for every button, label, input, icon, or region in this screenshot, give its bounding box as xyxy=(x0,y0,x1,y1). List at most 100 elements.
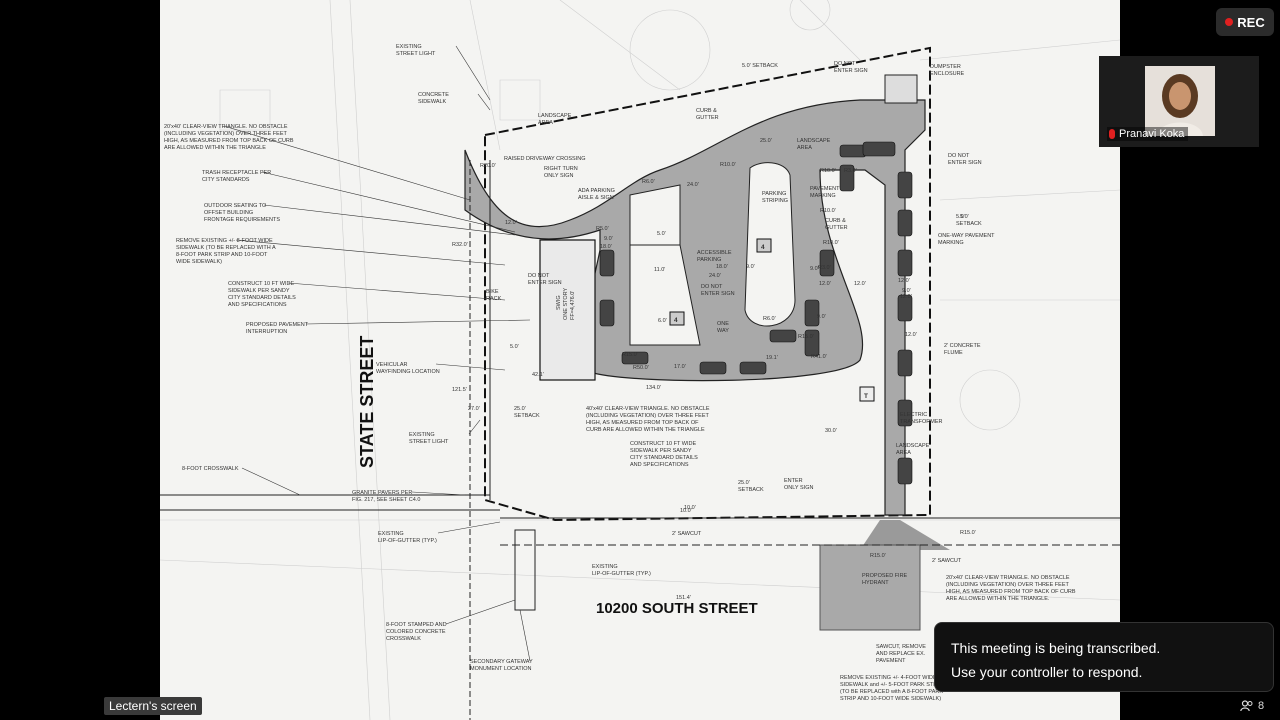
shared-screen-label: Lectern's screen xyxy=(104,697,202,715)
street-name-10200-south: 10200 SOUTH STREET xyxy=(596,600,758,617)
dimension-label: 12.0' xyxy=(905,332,917,338)
plan-note-right: 20'x40' CLEAR-VIEW TRIANGLE. NO OBSTACLE… xyxy=(946,575,1076,602)
dimension-label: 5.0' xyxy=(510,344,519,350)
dimension-label: R15.0' xyxy=(798,334,814,340)
plan-note-left: 8-FOOT CROSSWALK xyxy=(182,466,239,472)
participants-indicator[interactable]: 8 xyxy=(1240,700,1264,712)
parked-car xyxy=(599,249,615,277)
leader-line xyxy=(435,363,506,371)
parked-car xyxy=(897,457,913,485)
dimension-label: 18.0' xyxy=(716,264,728,270)
dimension-label: R10.0' xyxy=(820,208,836,214)
participant-video-tile[interactable]: Pranavi Koka xyxy=(1099,56,1259,147)
leader-line xyxy=(261,171,516,233)
dimension-label: R6.0' xyxy=(763,316,776,322)
dimension-label: 9.0' xyxy=(746,264,755,270)
dimension-label: 24.0' xyxy=(687,182,699,188)
plan-note-center: 40'x40' CLEAR-VIEW TRIANGLE. NO OBSTACLE… xyxy=(586,406,710,433)
dimension-label: R50.0' xyxy=(633,365,649,371)
leader-line xyxy=(241,467,301,496)
plan-note-center: 2' SAWCUT xyxy=(672,531,702,537)
dimension-label: 12.0' xyxy=(505,220,517,226)
dimension-label: 27.0' xyxy=(468,406,480,412)
transcription-notice-line-2: Use your controller to respond. xyxy=(951,664,1143,680)
background-linework xyxy=(160,0,1120,720)
building-label-1: SWIG xyxy=(556,295,562,310)
leader-line xyxy=(287,282,506,301)
plan-note-center: 25.0'SETBACK xyxy=(514,406,540,419)
plan-note-right: 2' SAWCUT xyxy=(932,558,962,564)
dimension-label: 134.0' xyxy=(646,385,661,391)
participant-name: Pranavi Koka xyxy=(1119,128,1185,140)
dimension-label: 10.0' xyxy=(680,508,692,514)
stall-count-2: 4 xyxy=(674,317,678,324)
dimension-label: R15.0' xyxy=(622,352,638,358)
dimension-label: R6.0' xyxy=(642,179,655,185)
parked-car xyxy=(897,249,913,277)
dimension-label: R32.0' xyxy=(452,242,468,248)
dimension-label: 18.0' xyxy=(600,244,612,250)
dimension-label: 42.1' xyxy=(532,372,544,378)
parked-car xyxy=(897,349,913,377)
dimension-label: R3.0' xyxy=(844,168,857,174)
building: SWIG ONE STORY FF=4,476.0' xyxy=(539,239,596,381)
dimension-label: 11.0' xyxy=(654,267,665,273)
muted-mic-icon xyxy=(1109,129,1115,139)
leader-line xyxy=(519,609,531,662)
stall-count-badges: 4 4 xyxy=(669,238,772,326)
dimension-label: 12.0' xyxy=(854,281,866,287)
plan-note-right: R15.0' xyxy=(960,530,976,536)
parked-car xyxy=(699,361,727,375)
drive-aisle xyxy=(464,74,950,631)
transcription-notice-line-1: This meeting is being transcribed. xyxy=(951,640,1161,656)
dimension-label: 12.0' xyxy=(819,281,831,287)
dimension-label: R5.0' xyxy=(596,226,609,232)
participant-avatar xyxy=(1145,66,1215,136)
building-label-2: ONE STORY xyxy=(563,287,569,320)
parked-car xyxy=(621,351,649,365)
dimension-label: R10.0' xyxy=(823,240,839,246)
dimension-label: 17.0' xyxy=(674,364,686,370)
building-label-3: FF=4,476.0' xyxy=(570,291,576,320)
dimension-label: 12.0' xyxy=(900,294,912,300)
leader-line xyxy=(437,521,501,534)
participant-name-tag: Pranavi Koka xyxy=(1107,127,1189,141)
dimension-label: 5.0' xyxy=(960,214,969,220)
street-name-state: STATE STREET xyxy=(357,336,377,468)
dimension-label: 19.1' xyxy=(766,355,778,361)
plan-note-center: RAISED DRIVEWAY CROSSING xyxy=(504,156,586,162)
dimension-label: 151.4' xyxy=(676,595,691,601)
leader-line xyxy=(411,491,466,496)
participant-count: 8 xyxy=(1258,700,1265,712)
leader-line xyxy=(235,239,506,266)
dimension-label: R20.0' xyxy=(480,163,496,169)
leader-line xyxy=(468,419,481,435)
dimension-label: 9.0' xyxy=(902,288,911,294)
leader-line xyxy=(477,93,491,111)
dimension-label: 10.0' xyxy=(684,505,696,511)
